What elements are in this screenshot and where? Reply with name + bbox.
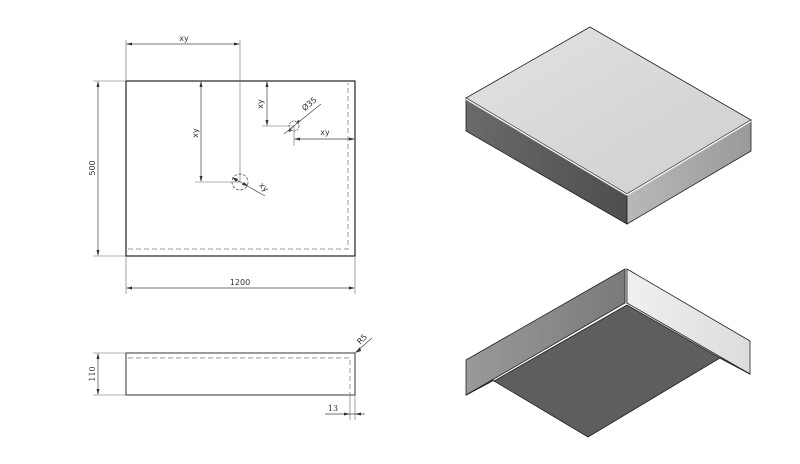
dim-center-dia-line (232, 177, 266, 197)
side-view-outline (125, 352, 356, 396)
dim-center-y-label: xy (191, 128, 200, 138)
top-view-outline (125, 80, 356, 257)
iso-underside-face (493, 304, 721, 438)
dim-small-dia-line (283, 103, 322, 135)
dim-center-x-label: xy (179, 34, 189, 43)
iso-right-face (626, 119, 752, 225)
dim-depth-label: 500 (88, 160, 97, 175)
top-view-hidden-line (128, 83, 349, 250)
dim-thickness-label: 13 (328, 404, 338, 413)
dim-radius-label: R5 (355, 332, 369, 346)
isometric-top-view (465, 26, 752, 225)
dim-small-x-label: xy (320, 128, 330, 137)
dim-small-y-label: xy (256, 99, 265, 109)
isometric-bottom-view (465, 268, 751, 438)
dim-small-dia-label: Ø35 (300, 95, 319, 113)
side-view: 110 R5 13 (88, 332, 373, 420)
side-view-hidden-line (128, 357, 351, 394)
iso-flange-left (465, 268, 626, 396)
dim-height-label: 110 (88, 366, 97, 381)
dim-center-dia-label: xy (257, 181, 270, 194)
top-view: 1200 500 xy xy xy xy xy Ø35 (88, 34, 356, 294)
dim-width-label: 1200 (230, 278, 250, 287)
